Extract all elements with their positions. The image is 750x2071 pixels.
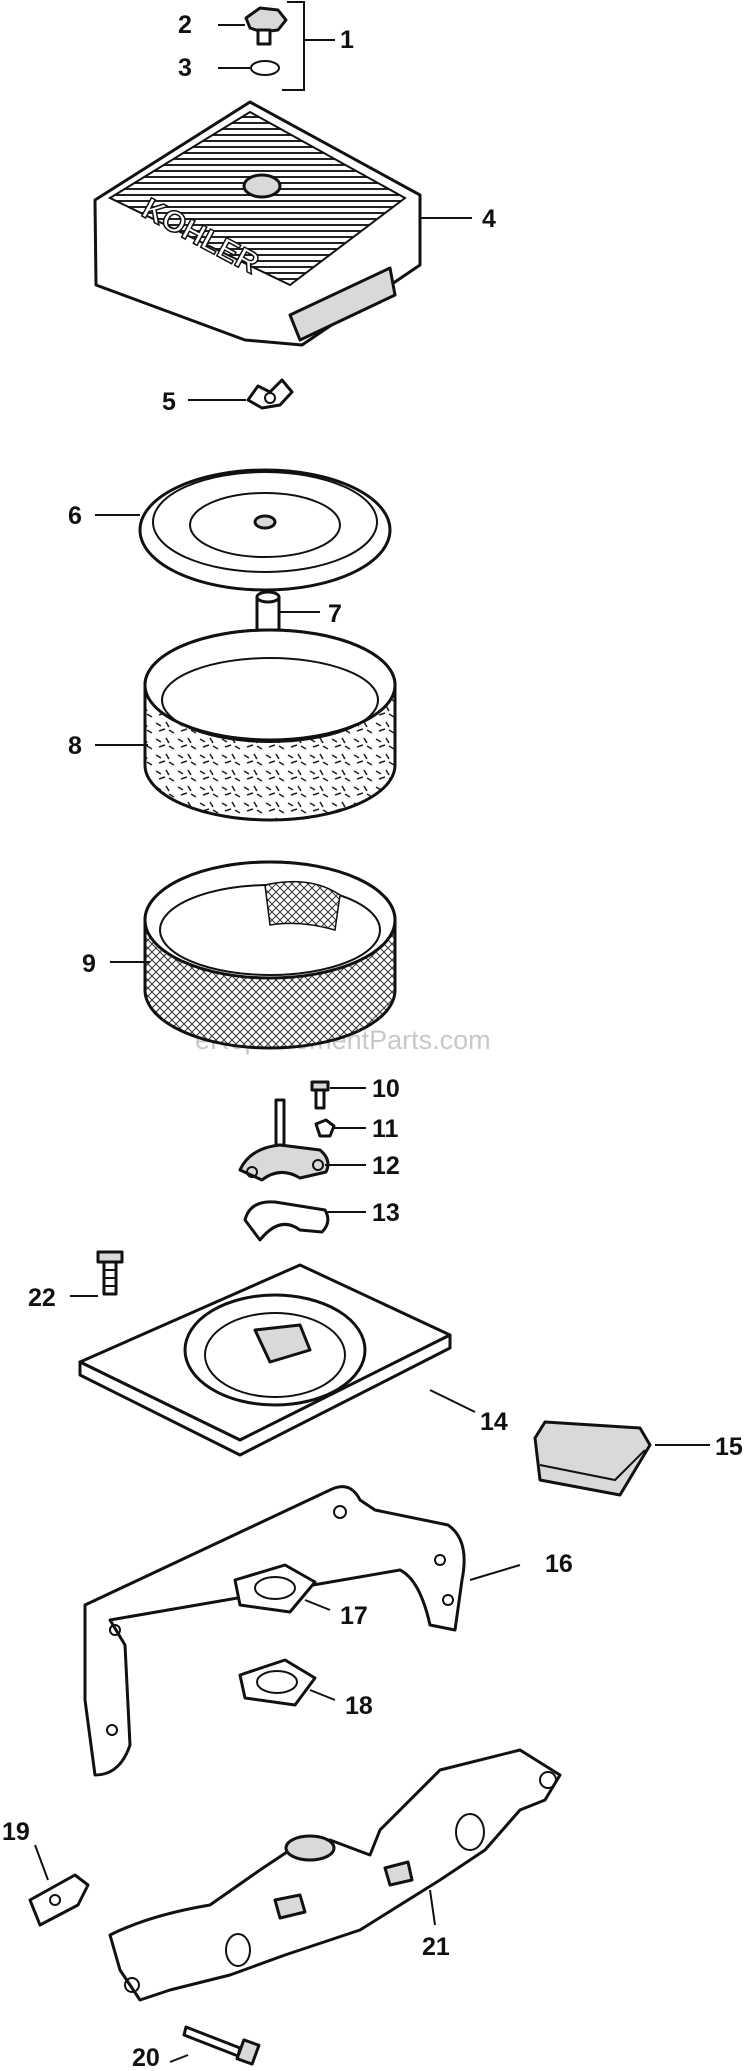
callout-18: 18 bbox=[345, 1692, 373, 1720]
callout-19: 19 bbox=[2, 1818, 30, 1846]
callout-10: 10 bbox=[372, 1075, 400, 1103]
callout-3: 3 bbox=[178, 54, 192, 82]
part-nut-11 bbox=[314, 1118, 336, 1138]
part-air-cleaner-lid bbox=[138, 468, 392, 592]
callout-5: 5 bbox=[162, 388, 176, 416]
part-air-cleaner-cover: KOHLER bbox=[93, 100, 422, 347]
callout-6: 6 bbox=[68, 502, 82, 530]
callout-9: 9 bbox=[82, 950, 96, 978]
callout-2: 2 bbox=[178, 11, 192, 39]
part-bolt-20 bbox=[182, 2025, 261, 2066]
part-gasket-13 bbox=[243, 1200, 330, 1242]
callout-22: 22 bbox=[28, 1284, 56, 1312]
part-gasket-18 bbox=[238, 1658, 317, 1707]
part-bolt-22 bbox=[96, 1250, 124, 1296]
part-screw-10 bbox=[310, 1080, 330, 1110]
part-wing-nut bbox=[246, 378, 294, 410]
part-base-plate bbox=[78, 1263, 452, 1457]
part-mounting-bracket bbox=[83, 1485, 466, 1777]
part-gasket-19 bbox=[28, 1873, 90, 1927]
part-o-ring bbox=[250, 60, 280, 76]
part-bracket-12 bbox=[238, 1098, 330, 1182]
callout-13: 13 bbox=[372, 1199, 400, 1227]
part-knob bbox=[244, 6, 288, 46]
callout-7: 7 bbox=[328, 600, 342, 628]
callout-bracket-1 bbox=[282, 1, 335, 91]
callout-12: 12 bbox=[372, 1152, 400, 1180]
callout-15: 15 bbox=[715, 1433, 743, 1461]
callout-labels: 1 2 3 4 5 6 7 8 9 10 11 12 13 14 15 16 1… bbox=[2, 11, 743, 2071]
callout-4: 4 bbox=[482, 205, 496, 233]
part-spacer bbox=[255, 590, 281, 635]
part-filter-element bbox=[143, 860, 397, 1050]
part-boot-15 bbox=[533, 1420, 652, 1497]
callout-17: 17 bbox=[340, 1602, 368, 1630]
callout-16: 16 bbox=[545, 1550, 573, 1578]
part-precleaner bbox=[143, 628, 397, 822]
part-gasket-17 bbox=[233, 1563, 317, 1614]
callout-21: 21 bbox=[422, 1933, 450, 1961]
part-intake-manifold bbox=[108, 1748, 562, 2002]
callout-20: 20 bbox=[132, 2044, 160, 2071]
callout-11: 11 bbox=[372, 1115, 399, 1143]
callout-14: 14 bbox=[480, 1408, 508, 1436]
callout-8: 8 bbox=[68, 732, 82, 760]
leader-lines bbox=[34, 24, 710, 2063]
callout-1: 1 bbox=[340, 26, 354, 54]
